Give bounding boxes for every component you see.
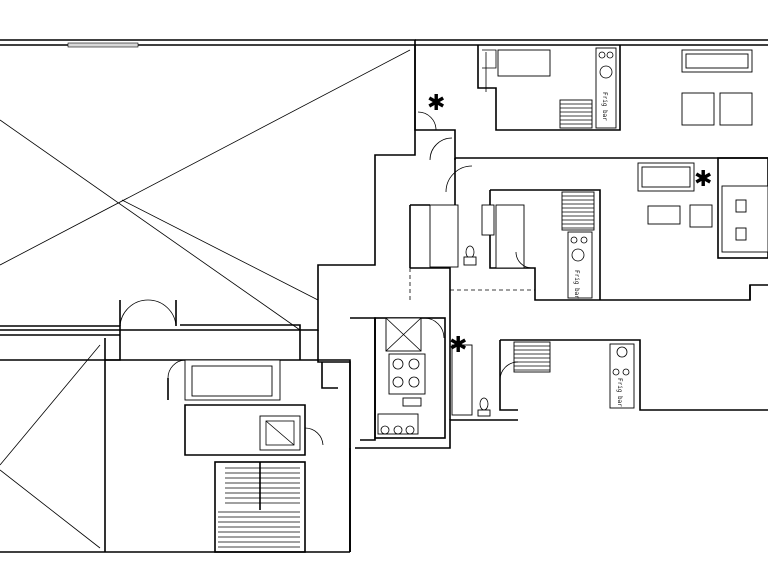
central-core [105, 324, 351, 552]
bed [497, 49, 551, 77]
appliance-label: Frig bar [616, 378, 623, 407]
plant-icon: ✱ [694, 167, 712, 192]
toilets [377, 413, 419, 435]
kitchen-counter [595, 47, 617, 129]
appliance-label: Frig bar [601, 92, 608, 121]
door-swing[interactable] [417, 111, 437, 131]
window-strip [67, 42, 139, 48]
apartment-unit-lower: Frig bar ✱ [449, 290, 768, 420]
bathroom [429, 204, 459, 268]
service-room [374, 317, 446, 439]
stair-steps [513, 341, 551, 373]
door-swing[interactable] [167, 359, 186, 379]
armchair [719, 92, 753, 126]
door-swing[interactable] [304, 427, 324, 446]
plant-icon: ✱ [449, 333, 467, 358]
armchair [689, 204, 713, 228]
door-swing[interactable] [499, 361, 519, 381]
open-area-dashed [409, 268, 536, 300]
stair-steps [559, 99, 593, 129]
bedroom-block [717, 157, 768, 259]
door-swing[interactable] [515, 251, 533, 269]
door-swing[interactable] [429, 137, 453, 161]
bathroom [451, 344, 473, 416]
armchair [681, 92, 715, 126]
door-swing[interactable] [423, 317, 445, 339]
apartment-unit-middle: Frig bar ✱ [409, 157, 768, 301]
apartment-unit-top: Frig bar ✱ [414, 39, 768, 161]
appliance-label: Frig bar [573, 270, 580, 299]
entry-double-door[interactable] [119, 299, 177, 327]
staircase [214, 461, 306, 553]
kitchen-counter [609, 343, 635, 409]
coffee-table [647, 205, 681, 225]
large-open-hall [0, 39, 416, 331]
washer-bank [388, 353, 426, 395]
kitchen-counter [567, 231, 593, 299]
bed [721, 185, 768, 253]
door-swing[interactable] [445, 165, 473, 193]
plant-icon: ✱ [427, 91, 445, 116]
